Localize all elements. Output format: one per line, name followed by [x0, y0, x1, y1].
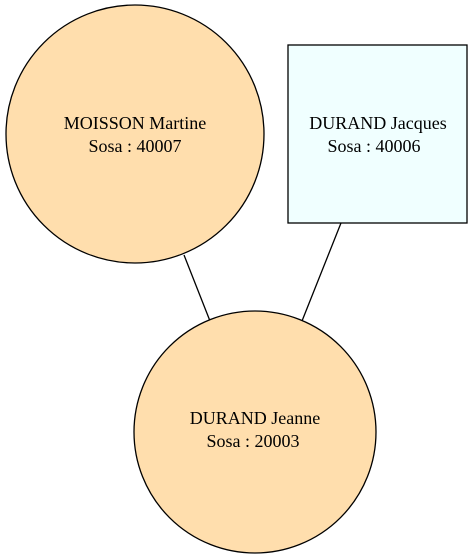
node-durand-jacques-name: DURAND Jacques — [309, 113, 446, 133]
node-durand-jeanne[interactable]: DURAND Jeanne Sosa : 20003 — [133, 310, 377, 554]
node-durand-jeanne-name: DURAND Jeanne — [190, 408, 320, 428]
node-moisson-martine[interactable]: MOISSON Martine Sosa : 40007 — [5, 4, 265, 264]
edge-father-to-child — [301, 222, 342, 322]
node-moisson-martine-sosa: Sosa : 40007 — [88, 136, 181, 156]
node-moisson-martine-shape — [5, 4, 265, 264]
node-durand-jeanne-shape — [133, 310, 377, 554]
node-durand-jacques-sosa: Sosa : 40006 — [327, 136, 420, 156]
node-durand-jacques-shape — [287, 44, 468, 224]
node-moisson-martine-name: MOISSON Martine — [64, 113, 207, 133]
node-durand-jeanne-sosa: Sosa : 20003 — [206, 431, 299, 451]
node-durand-jacques[interactable]: DURAND Jacques Sosa : 40006 — [287, 44, 468, 224]
edge-mother-to-child — [183, 254, 211, 322]
